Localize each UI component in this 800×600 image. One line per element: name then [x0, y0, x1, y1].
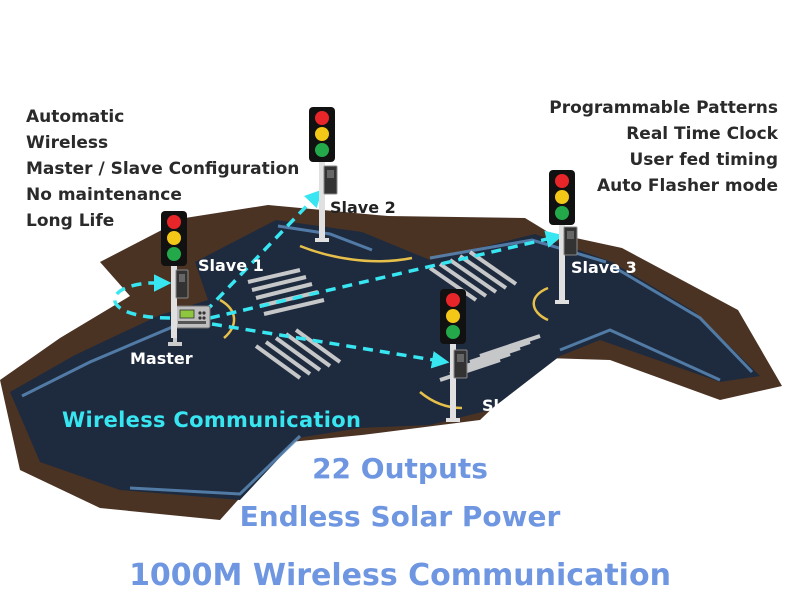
master-label: Master — [130, 349, 193, 368]
feature-item: Auto Flasher mode — [596, 176, 778, 196]
traffic-light-slave4 — [440, 289, 468, 422]
highlight-range: 1000M Wireless Communication — [129, 558, 671, 593]
feature-item: No maintenance — [26, 185, 182, 205]
feature-item: Programmable Patterns — [549, 98, 778, 118]
slave2-label: Slave 2 — [330, 198, 396, 217]
feature-item: Automatic — [26, 107, 125, 127]
highlight-outputs: 22 Outputs — [312, 452, 488, 485]
link-master-slave2 — [203, 189, 323, 314]
curb-corners — [219, 244, 549, 410]
feature-item: Long Life — [26, 211, 115, 231]
slave4-label: Slave 4 — [482, 396, 548, 415]
highlight-solar: Endless Solar Power — [239, 500, 561, 533]
link-master-slave4 — [211, 322, 450, 369]
feature-list-right: Programmable Patterns Real Time Clock Us… — [549, 95, 778, 199]
road-asphalt — [10, 220, 760, 500]
master-controller — [168, 305, 211, 346]
feature-item: Real Time Clock — [626, 124, 778, 144]
wireless-communication-label: Wireless Communication — [62, 408, 362, 432]
feature-list-left: Automatic Wireless Master / Slave Config… — [26, 104, 299, 234]
wireless-links — [112, 189, 564, 369]
crosswalks — [247, 250, 541, 382]
traffic-light-slave2 — [309, 107, 338, 242]
link-master-slave1 — [112, 274, 172, 320]
feature-item: Wireless — [26, 133, 109, 153]
traffic-light-slave3 — [549, 170, 578, 304]
slave1-label: Slave 1 — [198, 256, 264, 275]
feature-item: User fed timing — [629, 150, 778, 170]
slave3-label: Slave 3 — [571, 258, 637, 277]
road-edges — [21, 224, 754, 496]
feature-item: Master / Slave Configuration — [26, 159, 300, 179]
link-master-slave3 — [209, 230, 564, 320]
traffic-light-slave1 — [161, 211, 189, 338]
